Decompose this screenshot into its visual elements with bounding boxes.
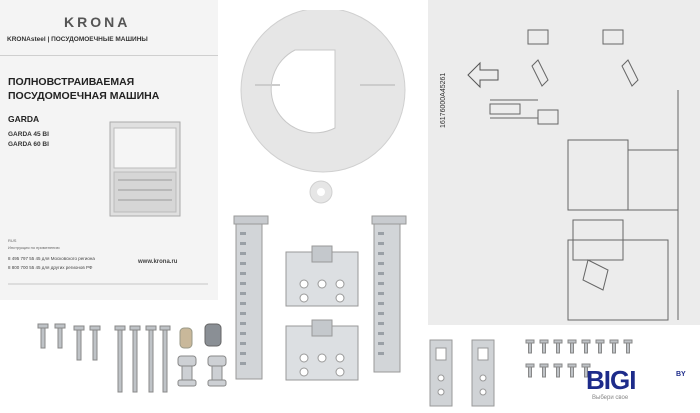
logo-suffix: BY <box>676 371 686 378</box>
model-name: GARDA <box>8 114 40 124</box>
manual-title-line1: ПОЛНОВСТРАИВАЕМАЯ <box>8 76 135 88</box>
brand-logo: KRONA <box>64 14 131 30</box>
footer-band <box>8 283 208 285</box>
long-bracket-right <box>371 215 407 373</box>
logo-slogan: Выбери свое <box>592 395 629 401</box>
store-logo: BIGI BY Выбери свое <box>586 365 686 401</box>
small-bracket-right <box>471 339 495 407</box>
long-bracket-left <box>233 215 269 380</box>
round-plastic-template <box>240 10 406 204</box>
logo-text: BIGI <box>586 365 636 395</box>
short-screw <box>37 323 49 349</box>
model-variant-60: GARDA 60 BI <box>8 141 49 148</box>
screws-right-group <box>525 339 633 378</box>
installation-diagram-sheet: 16176000A45261 <box>428 0 700 325</box>
phone-moscow: 8 495 797 55 45 для Московского региона <box>8 256 95 261</box>
divider <box>0 55 218 56</box>
diagram-drawings <box>467 29 679 321</box>
brand-subtitle: KRONAsteel | ПОСУДОМОЕЧНЫЕ МАШИНЫ <box>7 36 148 43</box>
screws-left-group <box>37 323 227 393</box>
model-variant-45: GARDA 45 BI <box>8 131 49 138</box>
manual-title-line2: ПОСУДОМОЕЧНАЯ МАШИНА <box>8 90 160 102</box>
website-url: www.krona.ru <box>138 259 178 265</box>
mounting-plate-top <box>285 245 359 307</box>
manual-booklet: KRONA KRONAsteel | ПОСУДОМОЕЧНЫЕ МАШИНЫ … <box>0 0 218 300</box>
language-label: RUS <box>8 238 17 243</box>
instructions-label: Инструкция по применению <box>8 245 60 250</box>
small-bracket-left <box>429 339 453 407</box>
mounting-plate-bottom <box>285 319 359 381</box>
phone-regions: 8 800 700 55 45 для других регионов РФ <box>8 265 93 270</box>
dishwasher-image <box>109 121 181 217</box>
